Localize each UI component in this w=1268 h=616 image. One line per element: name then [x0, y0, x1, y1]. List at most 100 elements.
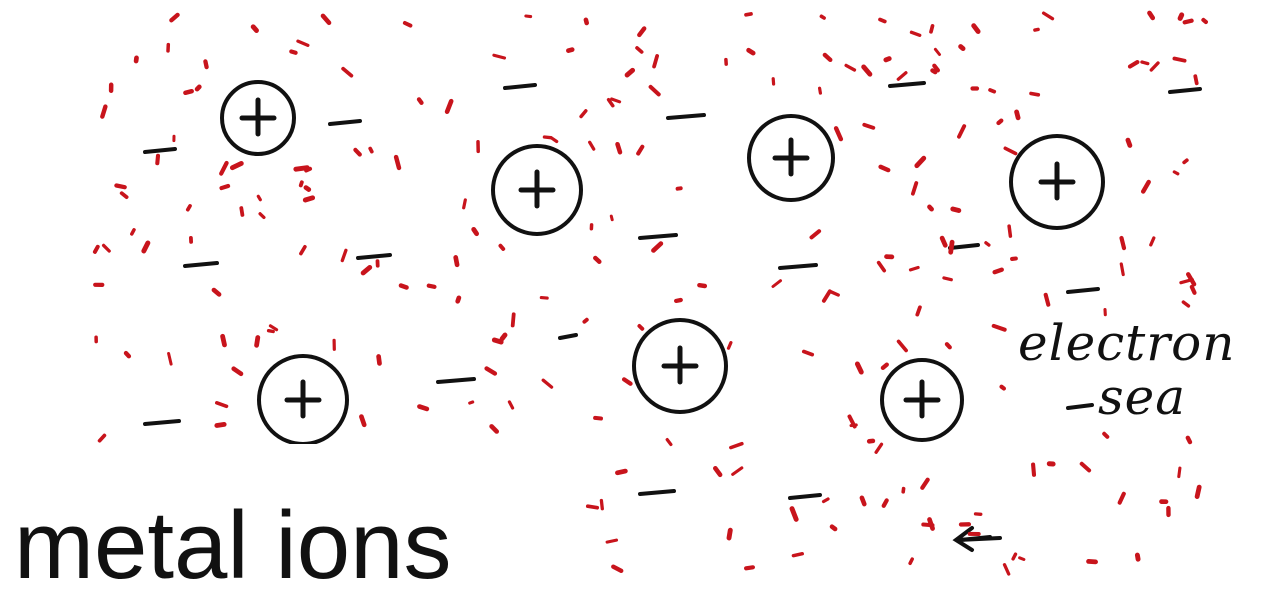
- electron-dot: [1182, 158, 1189, 165]
- electron-dot: [932, 63, 941, 73]
- electron-dot: [167, 352, 173, 366]
- electron-dot: [984, 241, 991, 247]
- electron-dot: [1007, 224, 1013, 238]
- electron-dot: [1189, 284, 1197, 295]
- electron-dot: [468, 400, 475, 405]
- electron-dot: [854, 361, 864, 375]
- electron-dash: [143, 147, 177, 154]
- electron-dot: [909, 30, 922, 37]
- electron-dot: [100, 104, 108, 119]
- electron-dot: [462, 198, 467, 210]
- electron-dot: [299, 245, 307, 256]
- electron-dot: [861, 64, 873, 77]
- electron-dot: [491, 337, 504, 345]
- electron-dot: [185, 204, 192, 212]
- electron-dot: [141, 240, 151, 254]
- metal-ion: [880, 358, 964, 442]
- electron-dot: [637, 324, 645, 331]
- electron-dot: [1177, 12, 1185, 21]
- electron-dot: [878, 164, 891, 173]
- electron-dot: [585, 504, 600, 510]
- electron-dot: [1172, 56, 1187, 63]
- electron-dot: [1140, 60, 1150, 66]
- electron-dash: [888, 81, 926, 88]
- electron-dot: [239, 206, 245, 217]
- electron-dash: [183, 261, 219, 268]
- electron-dot: [958, 44, 966, 51]
- electron-dot: [229, 160, 244, 171]
- electron-dot: [1119, 262, 1125, 277]
- electron-dot: [1185, 435, 1193, 445]
- electron-dot: [340, 248, 348, 263]
- electron-dot: [1003, 146, 1018, 156]
- electron-dot: [988, 88, 997, 94]
- electron-dot: [359, 414, 367, 428]
- electron-dot: [957, 124, 967, 139]
- electron-dot: [155, 153, 161, 166]
- electron-dot: [992, 267, 1004, 275]
- caption-metal-ions: metal ions: [14, 492, 452, 599]
- electron-dot: [821, 289, 832, 303]
- electron-dot: [219, 160, 229, 176]
- electron-dot: [712, 465, 723, 478]
- electron-dash: [143, 419, 181, 426]
- electron-dot: [214, 421, 227, 428]
- electron-dot: [896, 71, 908, 81]
- electron-dot: [929, 24, 935, 34]
- metal-ion: [632, 318, 728, 414]
- electron-dot: [101, 243, 111, 253]
- electron-dot: [1194, 484, 1202, 500]
- electron-dot: [746, 47, 756, 56]
- electron-dot: [1201, 17, 1208, 25]
- electron-dot: [499, 332, 508, 342]
- arrow-icon: [952, 526, 1002, 552]
- electron-dot: [266, 329, 275, 334]
- electron-dot: [876, 260, 887, 273]
- electron-dot: [829, 524, 838, 532]
- electron-dot: [298, 180, 304, 188]
- electron-dot: [914, 155, 927, 169]
- electron-dot: [1181, 300, 1191, 308]
- electron-dot: [1182, 18, 1194, 25]
- electron-dot: [231, 366, 244, 377]
- electron-dot: [847, 414, 857, 429]
- electron-dot: [1079, 461, 1092, 473]
- electron-dot: [484, 366, 498, 376]
- electron-dot: [119, 191, 129, 200]
- electron-dot: [256, 194, 262, 202]
- metal-ion: [1009, 134, 1105, 230]
- electron-dot: [731, 466, 744, 476]
- electron-dot: [376, 354, 382, 366]
- electron-dot: [507, 400, 515, 410]
- electron-dot: [915, 305, 922, 317]
- electron-dot: [293, 165, 310, 172]
- electron-dot: [524, 14, 533, 19]
- electron-dot: [771, 279, 782, 288]
- electron-dot: [393, 154, 402, 171]
- electron-dot: [92, 244, 100, 254]
- electron-dot: [729, 441, 744, 450]
- electron-dash: [328, 119, 362, 126]
- electron-dot: [635, 46, 644, 54]
- electron-dot: [183, 88, 194, 96]
- electron-dash: [778, 263, 818, 270]
- electron-dot: [588, 140, 596, 151]
- electron-dot: [942, 276, 953, 282]
- electron-dot: [258, 212, 266, 220]
- electron-dot: [911, 181, 919, 196]
- electron-dot: [821, 497, 830, 504]
- electron-dot: [822, 52, 833, 63]
- electron-dot: [859, 495, 867, 507]
- electron-dot: [615, 468, 628, 476]
- electron-dash: [788, 493, 822, 500]
- electron-dot: [542, 135, 553, 140]
- electron-dot: [950, 206, 962, 213]
- electron-dot: [1086, 559, 1098, 565]
- electron-dot: [1018, 556, 1026, 561]
- electron-dot: [611, 564, 624, 573]
- electron-dot: [1172, 170, 1180, 176]
- electron-dot: [203, 59, 209, 70]
- electron-dot: [726, 527, 733, 541]
- electron-dot: [426, 283, 437, 289]
- electron-dot: [444, 98, 454, 114]
